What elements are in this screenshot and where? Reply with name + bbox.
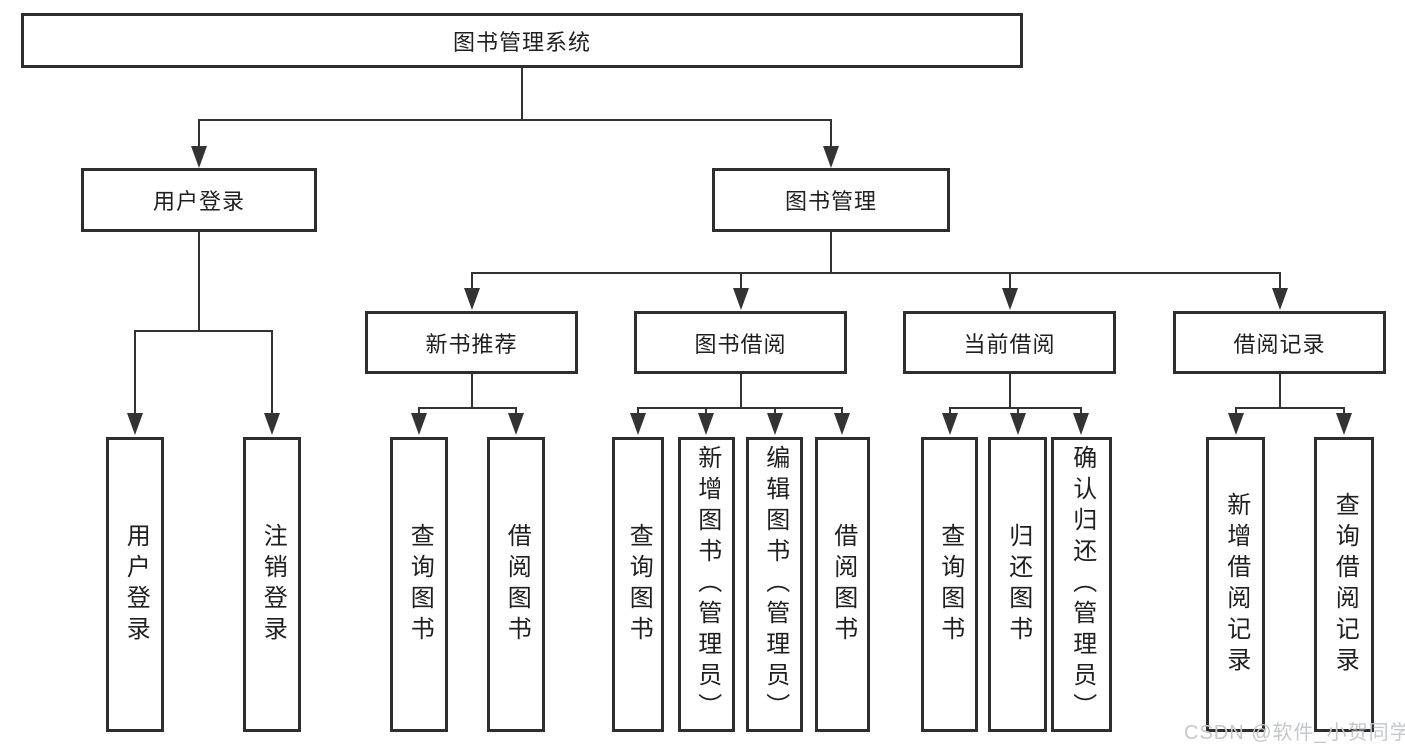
connector-line: [521, 68, 523, 119]
node-new-book-recommend: 新书推荐: [365, 311, 578, 374]
node-leaf-borrowing-add-books-admin-label: 新增图书（管理员）: [693, 445, 721, 724]
connector-line: [198, 119, 832, 121]
node-leaf-current-confirm-return-admin-label: 确认归还（管理员）: [1068, 445, 1096, 724]
connector-line: [515, 407, 517, 415]
node-leaf-borrowing-add-books-admin: 新增图书（管理员）: [678, 437, 735, 732]
connector-line: [418, 407, 420, 415]
node-leaf-borrowing-borrow-books: 借阅图书: [815, 437, 870, 732]
node-leaf-current-return-books-label: 归还图书: [1004, 522, 1032, 647]
node-leaf-records-query-record-label: 查询借阅记录: [1331, 491, 1359, 678]
arrowhead-down-icon: [630, 413, 646, 435]
node-book-management-label: 图书管理: [784, 189, 877, 214]
connector-line: [198, 119, 200, 148]
arrowhead-down-icon: [698, 413, 714, 435]
connector-line: [740, 374, 742, 407]
connector-line: [134, 330, 136, 413]
node-new-book-recommend-label: 新书推荐: [425, 331, 518, 357]
connector-line: [471, 374, 473, 407]
node-leaf-records-add-record-label: 新增借阅记录: [1222, 491, 1250, 678]
node-leaf-records-add-record: 新增借阅记录: [1206, 437, 1265, 732]
node-leaf-current-confirm-return-admin: 确认归还（管理员）: [1051, 437, 1112, 732]
connector-line: [134, 330, 273, 332]
arrowhead-down-icon: [1073, 413, 1089, 435]
arrowhead-down-icon: [1228, 413, 1244, 435]
node-leaf-recommend-borrow-books: 借阅图书: [487, 437, 545, 732]
node-leaf-recommend-query-books-label: 查询图书: [406, 522, 434, 647]
connector-line: [705, 407, 707, 415]
node-leaf-records-query-record: 查询借阅记录: [1314, 437, 1374, 732]
connector-line: [271, 330, 273, 413]
connector-line: [1080, 407, 1082, 415]
connector-line: [1017, 407, 1019, 415]
node-current-borrowing: 当前借阅: [903, 311, 1116, 374]
connector-line: [1343, 407, 1345, 415]
connector-line: [1235, 407, 1237, 415]
node-leaf-logout-label: 注销登录: [259, 522, 287, 647]
node-leaf-borrowing-query-books: 查询图书: [612, 437, 664, 732]
connector-line: [1279, 374, 1281, 407]
node-leaf-user-login-label: 用户登录: [122, 522, 150, 647]
node-leaf-recommend-query-books: 查询图书: [390, 437, 448, 732]
connector-line: [830, 232, 832, 272]
connector-line: [637, 407, 843, 409]
connector-line: [637, 407, 639, 415]
node-leaf-borrowing-edit-books-admin: 编辑图书（管理员）: [746, 437, 803, 732]
node-leaf-logout: 注销登录: [243, 437, 301, 732]
node-book-management: 图书管理: [712, 168, 950, 232]
node-leaf-recommend-borrow-books-label: 借阅图书: [503, 522, 531, 647]
connector-line: [774, 407, 776, 415]
connector-line: [1235, 407, 1344, 409]
arrowhead-down-icon: [733, 288, 749, 310]
arrowhead-down-icon: [411, 413, 427, 435]
arrowhead-down-icon: [127, 413, 143, 435]
arrowhead-down-icon: [767, 413, 783, 435]
node-root: 图书管理系统: [21, 13, 1023, 68]
node-leaf-user-login: 用户登录: [106, 437, 164, 732]
connector-line: [1009, 272, 1011, 290]
node-borrowing-records: 借阅记录: [1173, 311, 1386, 374]
arrowhead-down-icon: [1010, 413, 1026, 435]
connector-line: [949, 407, 951, 415]
node-current-borrowing-label: 当前借阅: [963, 331, 1056, 357]
arrowhead-down-icon: [1336, 413, 1352, 435]
node-leaf-borrowing-borrow-books-label: 借阅图书: [829, 522, 857, 647]
node-leaf-current-query-books-label: 查询图书: [936, 522, 964, 647]
connector-line: [198, 232, 200, 330]
csdn-watermark: CSDN @软件_小贺同学: [1184, 722, 1405, 744]
node-leaf-current-query-books: 查询图书: [921, 437, 978, 732]
node-book-borrowing-label: 图书借阅: [694, 331, 787, 357]
connector-line: [418, 407, 516, 409]
arrowhead-down-icon: [1272, 288, 1288, 310]
connector-line: [830, 119, 832, 148]
node-leaf-current-return-books: 归还图书: [988, 437, 1047, 732]
connector-line: [949, 407, 1082, 409]
connector-line: [471, 272, 1280, 274]
connector-line: [740, 272, 742, 290]
arrowhead-down-icon: [264, 413, 280, 435]
arrowhead-down-icon: [823, 146, 839, 168]
arrowhead-down-icon: [834, 413, 850, 435]
node-root-label: 图书管理系统: [452, 29, 591, 55]
arrowhead-down-icon: [191, 146, 207, 168]
arrowhead-down-icon: [1002, 288, 1018, 310]
connector-line: [841, 407, 843, 415]
arrowhead-down-icon: [464, 288, 480, 310]
node-book-borrowing: 图书借阅: [634, 311, 847, 374]
arrowhead-down-icon: [942, 413, 958, 435]
arrowhead-down-icon: [508, 413, 524, 435]
node-leaf-borrowing-query-books-label: 查询图书: [625, 522, 653, 647]
node-leaf-borrowing-edit-books-admin-label: 编辑图书（管理员）: [761, 445, 789, 724]
node-user-login-label: 用户登录: [152, 189, 245, 214]
node-borrowing-records-label: 借阅记录: [1233, 331, 1326, 357]
connector-line: [471, 272, 473, 290]
connector-line: [1009, 374, 1011, 407]
node-user-login: 用户登录: [81, 168, 317, 232]
connector-line: [1279, 272, 1281, 290]
